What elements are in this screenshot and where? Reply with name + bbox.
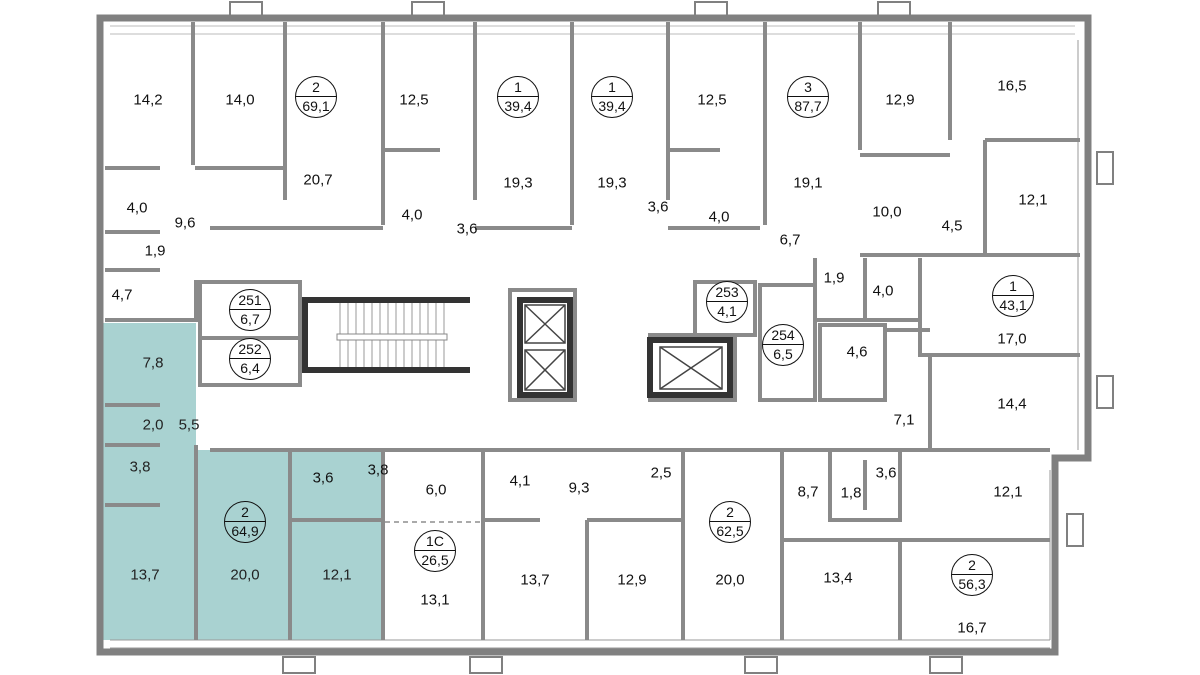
room-area: 3,8 <box>129 458 151 476</box>
room-area: 3,6 <box>647 198 669 216</box>
apartment-rooms: 2 <box>296 77 336 97</box>
room-area: 7,1 <box>893 411 915 429</box>
room-area: 3,6 <box>312 469 334 487</box>
apartment-rooms: 1 <box>498 77 538 97</box>
room-area: 4,0 <box>126 199 148 217</box>
room-area: 17,0 <box>997 330 1027 348</box>
room-area: 20,0 <box>230 566 260 584</box>
elevator-shafts <box>524 304 723 391</box>
apartment-rooms: 3 <box>788 77 828 97</box>
glazing <box>110 25 1086 649</box>
room-area: 16,7 <box>957 619 987 637</box>
room-area: 1,9 <box>823 269 845 287</box>
room-area: 3,6 <box>875 464 897 482</box>
room-area: 4,6 <box>846 343 868 361</box>
partitions <box>105 22 1080 640</box>
room-area: 3,6 <box>456 220 478 238</box>
apartment-area: 39,4 <box>598 98 626 114</box>
apartment-area: 39,4 <box>504 98 532 114</box>
room-area: 16,5 <box>997 77 1027 95</box>
room-area: 4,1 <box>509 472 531 490</box>
apartment-area: 69,1 <box>302 98 330 114</box>
room-area: 1,9 <box>144 242 166 260</box>
windows <box>229 1 1114 674</box>
room-area: 4,0 <box>872 282 894 300</box>
room-area: 9,3 <box>568 479 590 497</box>
apartment-rooms: 2 <box>710 502 750 522</box>
stairwell <box>302 297 733 398</box>
room-area: 12,9 <box>617 571 647 589</box>
room-area: 14,0 <box>225 91 255 109</box>
room-area: 14,2 <box>133 91 163 109</box>
storage-area: 4,1 <box>717 303 737 319</box>
apartment-rooms: 2 <box>225 502 265 522</box>
storage-number: 252 <box>230 339 270 359</box>
apartment-rooms: 1 <box>993 276 1033 296</box>
room-area: 12,1 <box>322 566 352 584</box>
room-area: 13,4 <box>823 569 853 587</box>
room-area: 13,1 <box>420 591 450 609</box>
room-area: 12,9 <box>885 91 915 109</box>
highlighted-apartment-area <box>103 323 383 640</box>
storage-area: 6,7 <box>240 311 260 327</box>
apartment-area: 43,1 <box>999 297 1027 313</box>
apartment-rooms: 1С <box>415 531 455 551</box>
room-area: 20,7 <box>303 171 333 189</box>
room-area: 6,0 <box>425 481 447 499</box>
room-area: 2,0 <box>142 416 164 434</box>
room-area: 9,6 <box>174 214 196 232</box>
room-area: 20,0 <box>715 571 745 589</box>
storage-area: 6,4 <box>240 360 260 376</box>
room-area: 12,5 <box>399 91 429 109</box>
room-area: 1,8 <box>840 484 862 502</box>
room-area: 12,5 <box>697 91 727 109</box>
room-area: 8,7 <box>797 483 819 501</box>
room-area: 19,3 <box>503 174 533 192</box>
storage-number: 253 <box>707 282 747 302</box>
stair-treads <box>336 303 448 367</box>
room-area: 2,5 <box>650 464 672 482</box>
apartment-rooms: 2 <box>952 555 992 575</box>
room-area: 4,0 <box>708 208 730 226</box>
room-area: 4,7 <box>111 286 133 304</box>
apartment-area: 26,5 <box>421 552 449 568</box>
storage-number: 251 <box>230 290 270 310</box>
room-area: 19,1 <box>793 174 823 192</box>
room-area: 4,0 <box>401 206 423 224</box>
room-area: 19,3 <box>597 174 627 192</box>
room-area: 13,7 <box>130 566 160 584</box>
room-area: 7,8 <box>142 354 164 372</box>
apartment-area: 62,5 <box>716 523 744 539</box>
room-area: 13,7 <box>520 571 550 589</box>
apartment-area: 64,9 <box>231 523 259 539</box>
room-area: 4,5 <box>941 217 963 235</box>
storage-number: 254 <box>763 325 803 345</box>
apartment-rooms: 1 <box>592 77 632 97</box>
apartment-area: 87,7 <box>794 98 822 114</box>
room-area: 14,4 <box>997 395 1027 413</box>
walls <box>96 14 1092 656</box>
room-area: 12,1 <box>1018 191 1048 209</box>
room-area: 3,8 <box>367 461 389 479</box>
room-area: 6,7 <box>779 231 801 249</box>
apartment-area: 56,3 <box>958 576 986 592</box>
room-area: 12,1 <box>993 483 1023 501</box>
room-area: 5,5 <box>178 416 200 434</box>
room-area: 10,0 <box>872 203 902 221</box>
storage-area: 6,5 <box>773 346 793 362</box>
